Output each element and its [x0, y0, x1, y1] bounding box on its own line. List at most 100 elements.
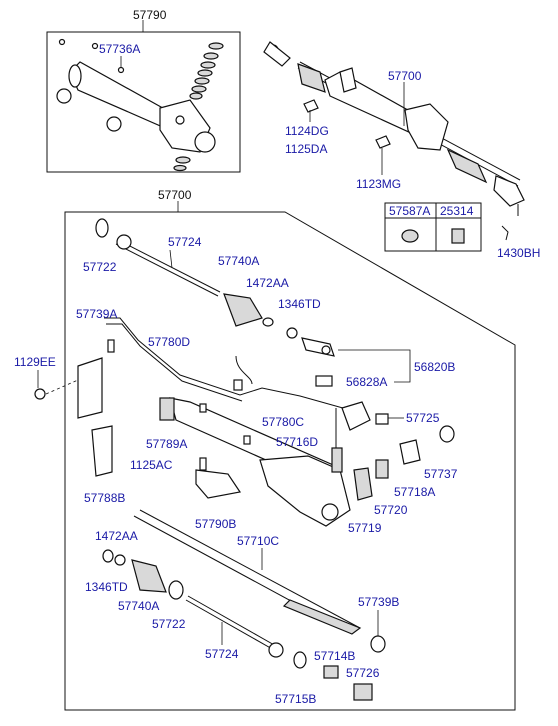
stud-1: [199, 403, 207, 413]
ring-57722-upper: [95, 218, 109, 238]
label-1129EE: 1129EE: [14, 355, 56, 369]
label-57790: 57790: [133, 8, 167, 22]
label-57710C: 57710C: [237, 534, 279, 548]
rack-assembly-top: [263, 41, 525, 241]
label-57780C: 57780C: [262, 415, 304, 429]
inset-housing-end: [68, 64, 82, 88]
label-57720: 57720: [374, 503, 408, 517]
label-57587A: 57587A: [389, 204, 430, 218]
clamp-57587A: [401, 229, 419, 243]
kit-table-frame: [384, 202, 482, 252]
spring-57720: [375, 459, 389, 479]
label-57790B: 57790B: [195, 517, 236, 531]
pressure-lines: [104, 317, 351, 411]
ring-57722-lower: [168, 580, 184, 600]
inset-small-ring-3: [117, 66, 125, 74]
inset-o-ring-mid: [106, 116, 122, 132]
label-1472AA-upper: 1472AA: [246, 276, 289, 290]
mount-bracket-top: [339, 67, 357, 93]
bolt-1123MG: [375, 135, 391, 149]
inset-port: [194, 131, 216, 153]
label-1125AC: 1125AC: [130, 458, 173, 472]
valve-57716D: [341, 401, 371, 431]
cotter-pin-1430BH: [501, 225, 509, 241]
label-57788B: 57788B: [84, 491, 125, 505]
label-1125DA: 1125DA: [285, 142, 327, 156]
label-25314: 25314: [440, 204, 474, 218]
exploded-frame-border: [64, 211, 516, 711]
leader-57724-upper: [169, 249, 173, 269]
inset-seal-stack: [189, 42, 224, 100]
label-1123MG: 1123MG: [356, 177, 401, 191]
bracket-57788B: [91, 425, 113, 477]
bolt-1129EE: [34, 388, 46, 400]
valve-body-top: [404, 103, 449, 151]
kit-table: [384, 202, 482, 252]
line-57739A: [104, 317, 351, 411]
label-57739A: 57739A: [76, 307, 117, 321]
dash-1129EE: [45, 379, 79, 395]
bushing-57714B: [323, 665, 339, 679]
lower-tie-rod-group: [102, 549, 284, 658]
lower-brackets: [91, 425, 242, 499]
screw-57725: [375, 413, 389, 425]
label-57789A: 57789A: [146, 437, 187, 451]
cap-25314: [451, 228, 465, 244]
boot-57740A-upper: [223, 293, 298, 339]
clamp-57790B: [195, 469, 242, 499]
label-57725: 57725: [406, 411, 440, 425]
tie-rod-57724-lower: [187, 595, 277, 647]
left-tie-rod-end: [263, 41, 291, 67]
rack-57710C-line1: [139, 509, 361, 629]
cap-57737: [439, 425, 455, 443]
inset-ring-bottom-2: [173, 164, 187, 172]
boot-57740A-lower: [131, 559, 167, 593]
label-1430BH: 1430BH: [497, 246, 540, 260]
spring-57716D: [331, 447, 343, 473]
label-57722-lower: 57722: [152, 617, 186, 631]
ball-56820B: [321, 345, 331, 355]
labels: 57790 57736A 57700 1124DG 1125DA 1123MG …: [14, 8, 540, 706]
bushing-57726: [353, 683, 373, 701]
right-tie-rod-end: [493, 175, 525, 207]
bracket-57788-upper: [34, 357, 103, 419]
label-57715B: 57715B: [275, 692, 316, 706]
label-57714B: 57714B: [314, 649, 355, 663]
label-56828A: 56828A: [346, 375, 387, 389]
inset-o-ring-left: [56, 88, 72, 104]
nut-56828A: [315, 375, 333, 387]
ring-57739B: [370, 635, 386, 653]
label-57736A: 57736A: [99, 42, 140, 56]
label-57722-upper: 57722: [83, 260, 117, 274]
small-rings: [293, 610, 386, 701]
label-1124DG: 1124DG: [285, 124, 329, 138]
label-56820B: 56820B: [414, 360, 455, 374]
bolt-1124DG: [303, 99, 319, 113]
bushing-57789A: [159, 397, 175, 421]
left-boot-top: [297, 63, 326, 93]
label-57716D: 57716D: [276, 435, 318, 449]
exploded-frame: [64, 201, 516, 711]
label-57700-mid: 57700: [158, 188, 192, 202]
washer-1346TD-lower: [114, 554, 126, 566]
label-1346TD-upper: 1346TD: [278, 297, 321, 311]
label-57740A-upper: 57740A: [218, 254, 259, 268]
fitting-b: [233, 379, 243, 391]
label-57737: 57737: [424, 467, 458, 481]
rack-57710C: [133, 509, 362, 635]
yoke-57719: [353, 467, 373, 501]
bolt-1125AC: [199, 457, 207, 471]
leader-56820B: [338, 349, 411, 383]
inset-bolt-hole: [175, 115, 185, 125]
plug-57718A: [399, 439, 421, 465]
rack-teeth: [282, 599, 362, 635]
stud-2: [243, 435, 251, 445]
label-1346TD-lower: 1346TD: [85, 580, 128, 594]
inner-ball-lower: [268, 642, 284, 658]
inner-ball-57724: [116, 234, 132, 250]
inset-frame: [46, 31, 241, 173]
label-57739B: 57739B: [358, 595, 399, 609]
label-1472AA-lower: 1472AA: [95, 529, 138, 543]
tie-rod-57724-lower-2: [185, 599, 275, 651]
label-57724-upper: 57724: [168, 235, 202, 249]
